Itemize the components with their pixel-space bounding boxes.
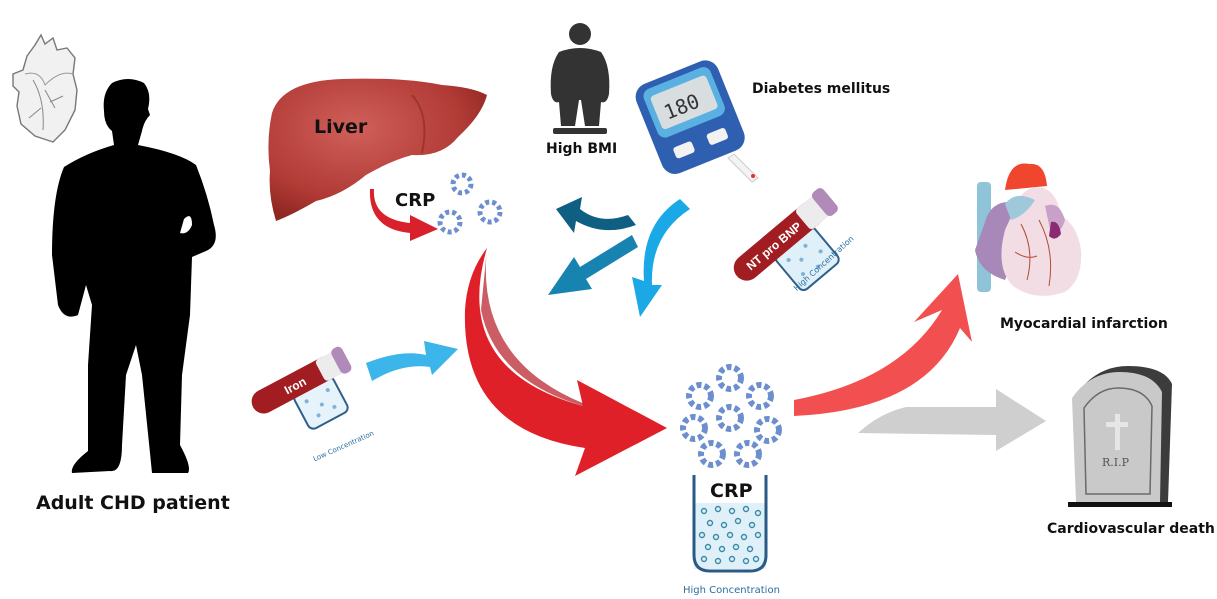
liver-icon bbox=[268, 78, 487, 221]
mi-label: Myocardial infarction bbox=[1000, 316, 1168, 332]
liver-to-crp-arrow-icon bbox=[369, 189, 438, 241]
crp-large-cluster-icon bbox=[680, 364, 782, 468]
iron-tube-icon: Iron bbox=[251, 346, 352, 430]
tombstone-text: R.I.P bbox=[1102, 456, 1130, 469]
crp-large-concentration: High Concentration bbox=[683, 585, 780, 596]
iron-to-crp-arrow-icon bbox=[366, 341, 458, 381]
glucose-meter-icon: 180 bbox=[635, 60, 759, 183]
tombstone-icon: R.I.P bbox=[1068, 366, 1172, 507]
high-bmi-label: High BMI bbox=[546, 141, 618, 157]
infarcted-heart-icon bbox=[975, 163, 1082, 296]
person-silhouette-icon bbox=[52, 79, 216, 473]
crp-small-label: CRP bbox=[395, 190, 436, 211]
obese-person-on-scale-icon bbox=[550, 23, 610, 134]
nt-pro-bnp-tube-icon: NT pro BNP bbox=[733, 188, 840, 291]
patient-label: Adult CHD patient bbox=[36, 492, 230, 514]
big-red-arrow-icon bbox=[464, 248, 667, 476]
salmon-arrow-icon bbox=[794, 274, 972, 416]
anatomical-heart-sketch-icon bbox=[12, 33, 78, 143]
liver-label: Liver bbox=[314, 116, 368, 138]
crp-protein-cluster-icon bbox=[437, 172, 503, 235]
grey-arrow-icon bbox=[858, 389, 1046, 451]
death-label: Cardiovascular death bbox=[1047, 521, 1215, 537]
crp-beaker-icon bbox=[692, 475, 768, 573]
blue-interaction-arrows-icon bbox=[548, 197, 690, 317]
diabetes-label: Diabetes mellitus bbox=[752, 81, 891, 97]
crp-large-label: CRP bbox=[710, 480, 753, 502]
